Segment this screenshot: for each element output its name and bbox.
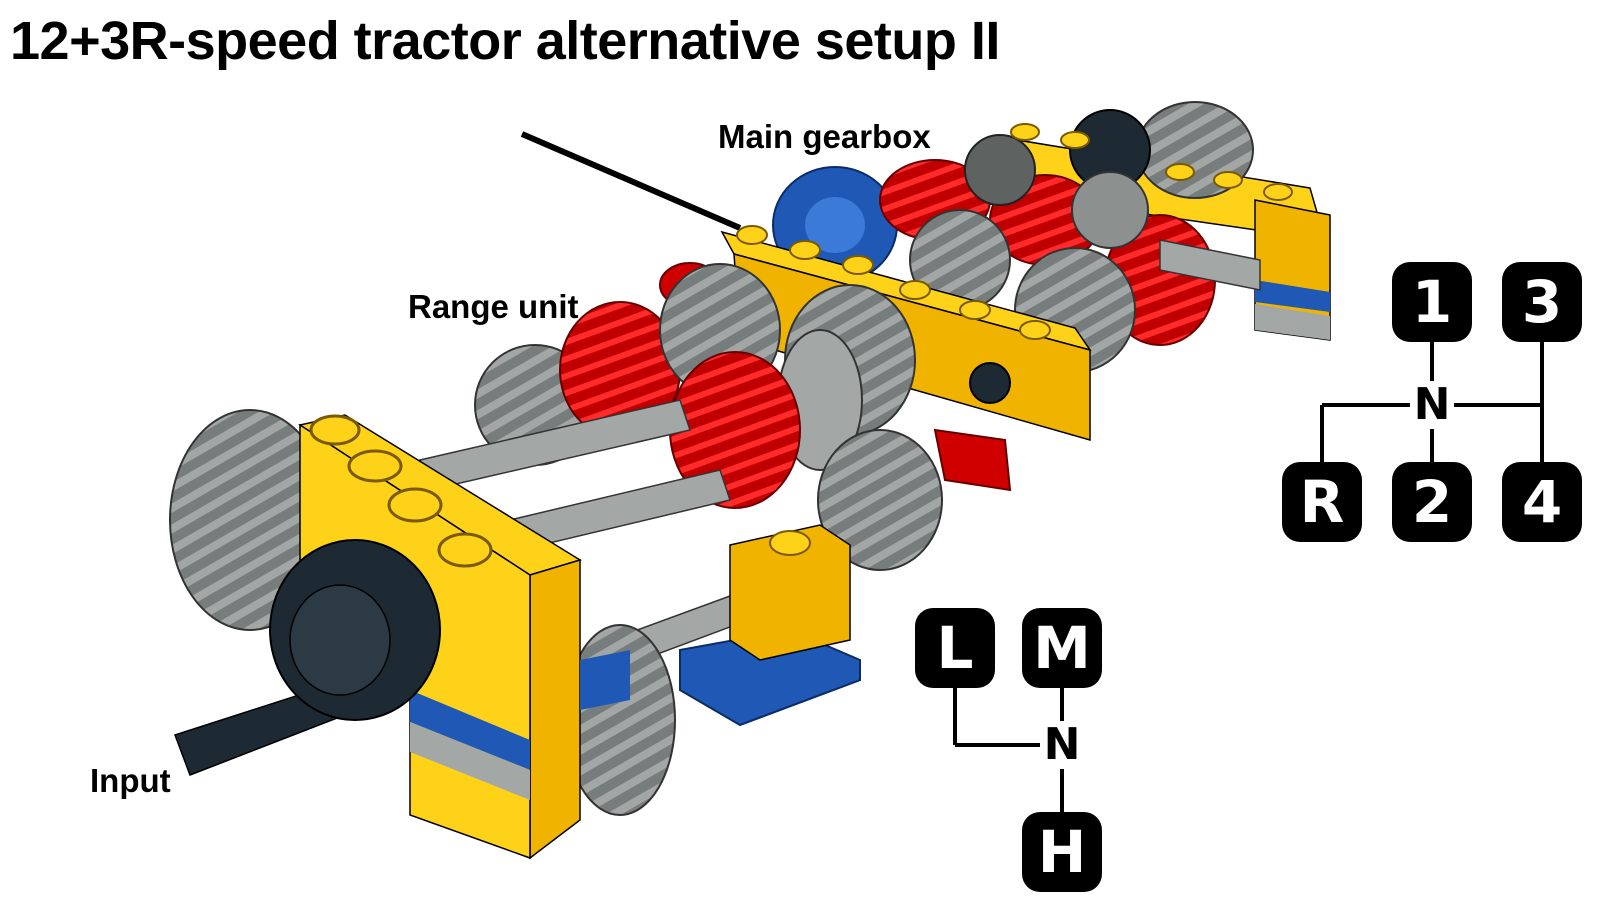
range-key-m: M: [1022, 608, 1102, 688]
range-key-h: H: [1022, 812, 1102, 892]
gear-key-3: 3: [1502, 262, 1582, 342]
range-key-l: L: [915, 608, 995, 688]
main-gearbox-label: Main gearbox: [718, 118, 931, 155]
input-label: Input: [90, 762, 171, 799]
gear-neutral: N: [1410, 381, 1454, 429]
gear-key-1: 1: [1392, 262, 1472, 342]
gear-key-r: R: [1282, 462, 1362, 542]
gear-key-4: 4: [1502, 462, 1582, 542]
range-unit: [474, 262, 1012, 571]
range-neutral: N: [1040, 721, 1084, 769]
leader-line: [520, 131, 742, 231]
range-unit-label: Range unit: [408, 288, 579, 325]
gear-key-2: 2: [1392, 462, 1472, 542]
main-gearbox: [772, 101, 1331, 373]
page-title: 12+3R-speed tractor alternative setup II: [10, 11, 1000, 71]
